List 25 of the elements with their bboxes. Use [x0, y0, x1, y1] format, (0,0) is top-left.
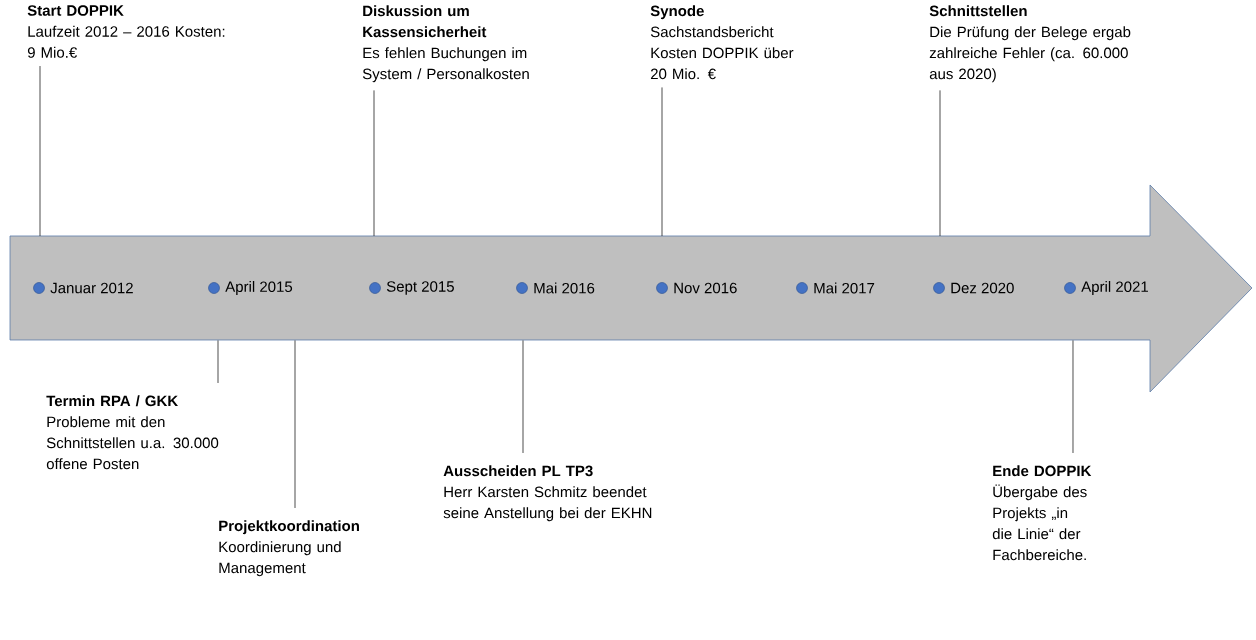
event-label: Schnittstellen Die Prüfung der Belege ergab zahlreiche Fehler (ca. 60.000 aus 2020) — [929, 5, 1131, 83]
event-label: Diskussion um Kassensicherheit Es fehlen Buchungen im System / Personalkosten — [362, 5, 529, 83]
date-label: Mai 2016 — [534, 282, 595, 294]
date-label: Sept 2015 — [386, 281, 454, 295]
leader-line — [1072, 340, 1074, 454]
leader-line — [522, 340, 524, 454]
leader-line — [939, 90, 941, 237]
date-label: Mai 2017 — [814, 282, 875, 294]
timeline-arrow — [9, 184, 1253, 393]
leader-line — [373, 90, 375, 237]
leader-line — [294, 340, 296, 509]
date-label: April 2015 — [225, 281, 293, 295]
event-label: Start DOPPIK Laufzeit 2012 – 2016 Kosten: 9 Mio.€ — [27, 5, 225, 58]
event-label: Ende DOPPIK Übergabe des Projekts „in die Linie“ der Fachbereiche. — [992, 465, 1092, 561]
date-label: Januar 2012 — [50, 282, 133, 294]
event-label: Ausscheiden PL TP3 Herr Karsten Schmitz beendet seine Anstellung bei der EKHN — [443, 465, 652, 522]
event-label: Synode Sachstandsbericht Kosten DOPPIK über 20 Mio. € — [650, 5, 794, 80]
leader-line — [39, 65, 41, 237]
date-label: April 2021 — [1081, 281, 1148, 295]
event-label: Projektkoordination Koordinierung und Management — [219, 520, 359, 577]
date-label: Nov 2016 — [674, 282, 737, 294]
date-label: Dez 2020 — [951, 282, 1014, 294]
event-label: Termin RPA / GKK Probleme mit den Schnittstellen u.a. 30.000 offene Posten — [46, 395, 219, 470]
leader-line — [661, 87, 663, 237]
leader-line — [217, 340, 219, 384]
